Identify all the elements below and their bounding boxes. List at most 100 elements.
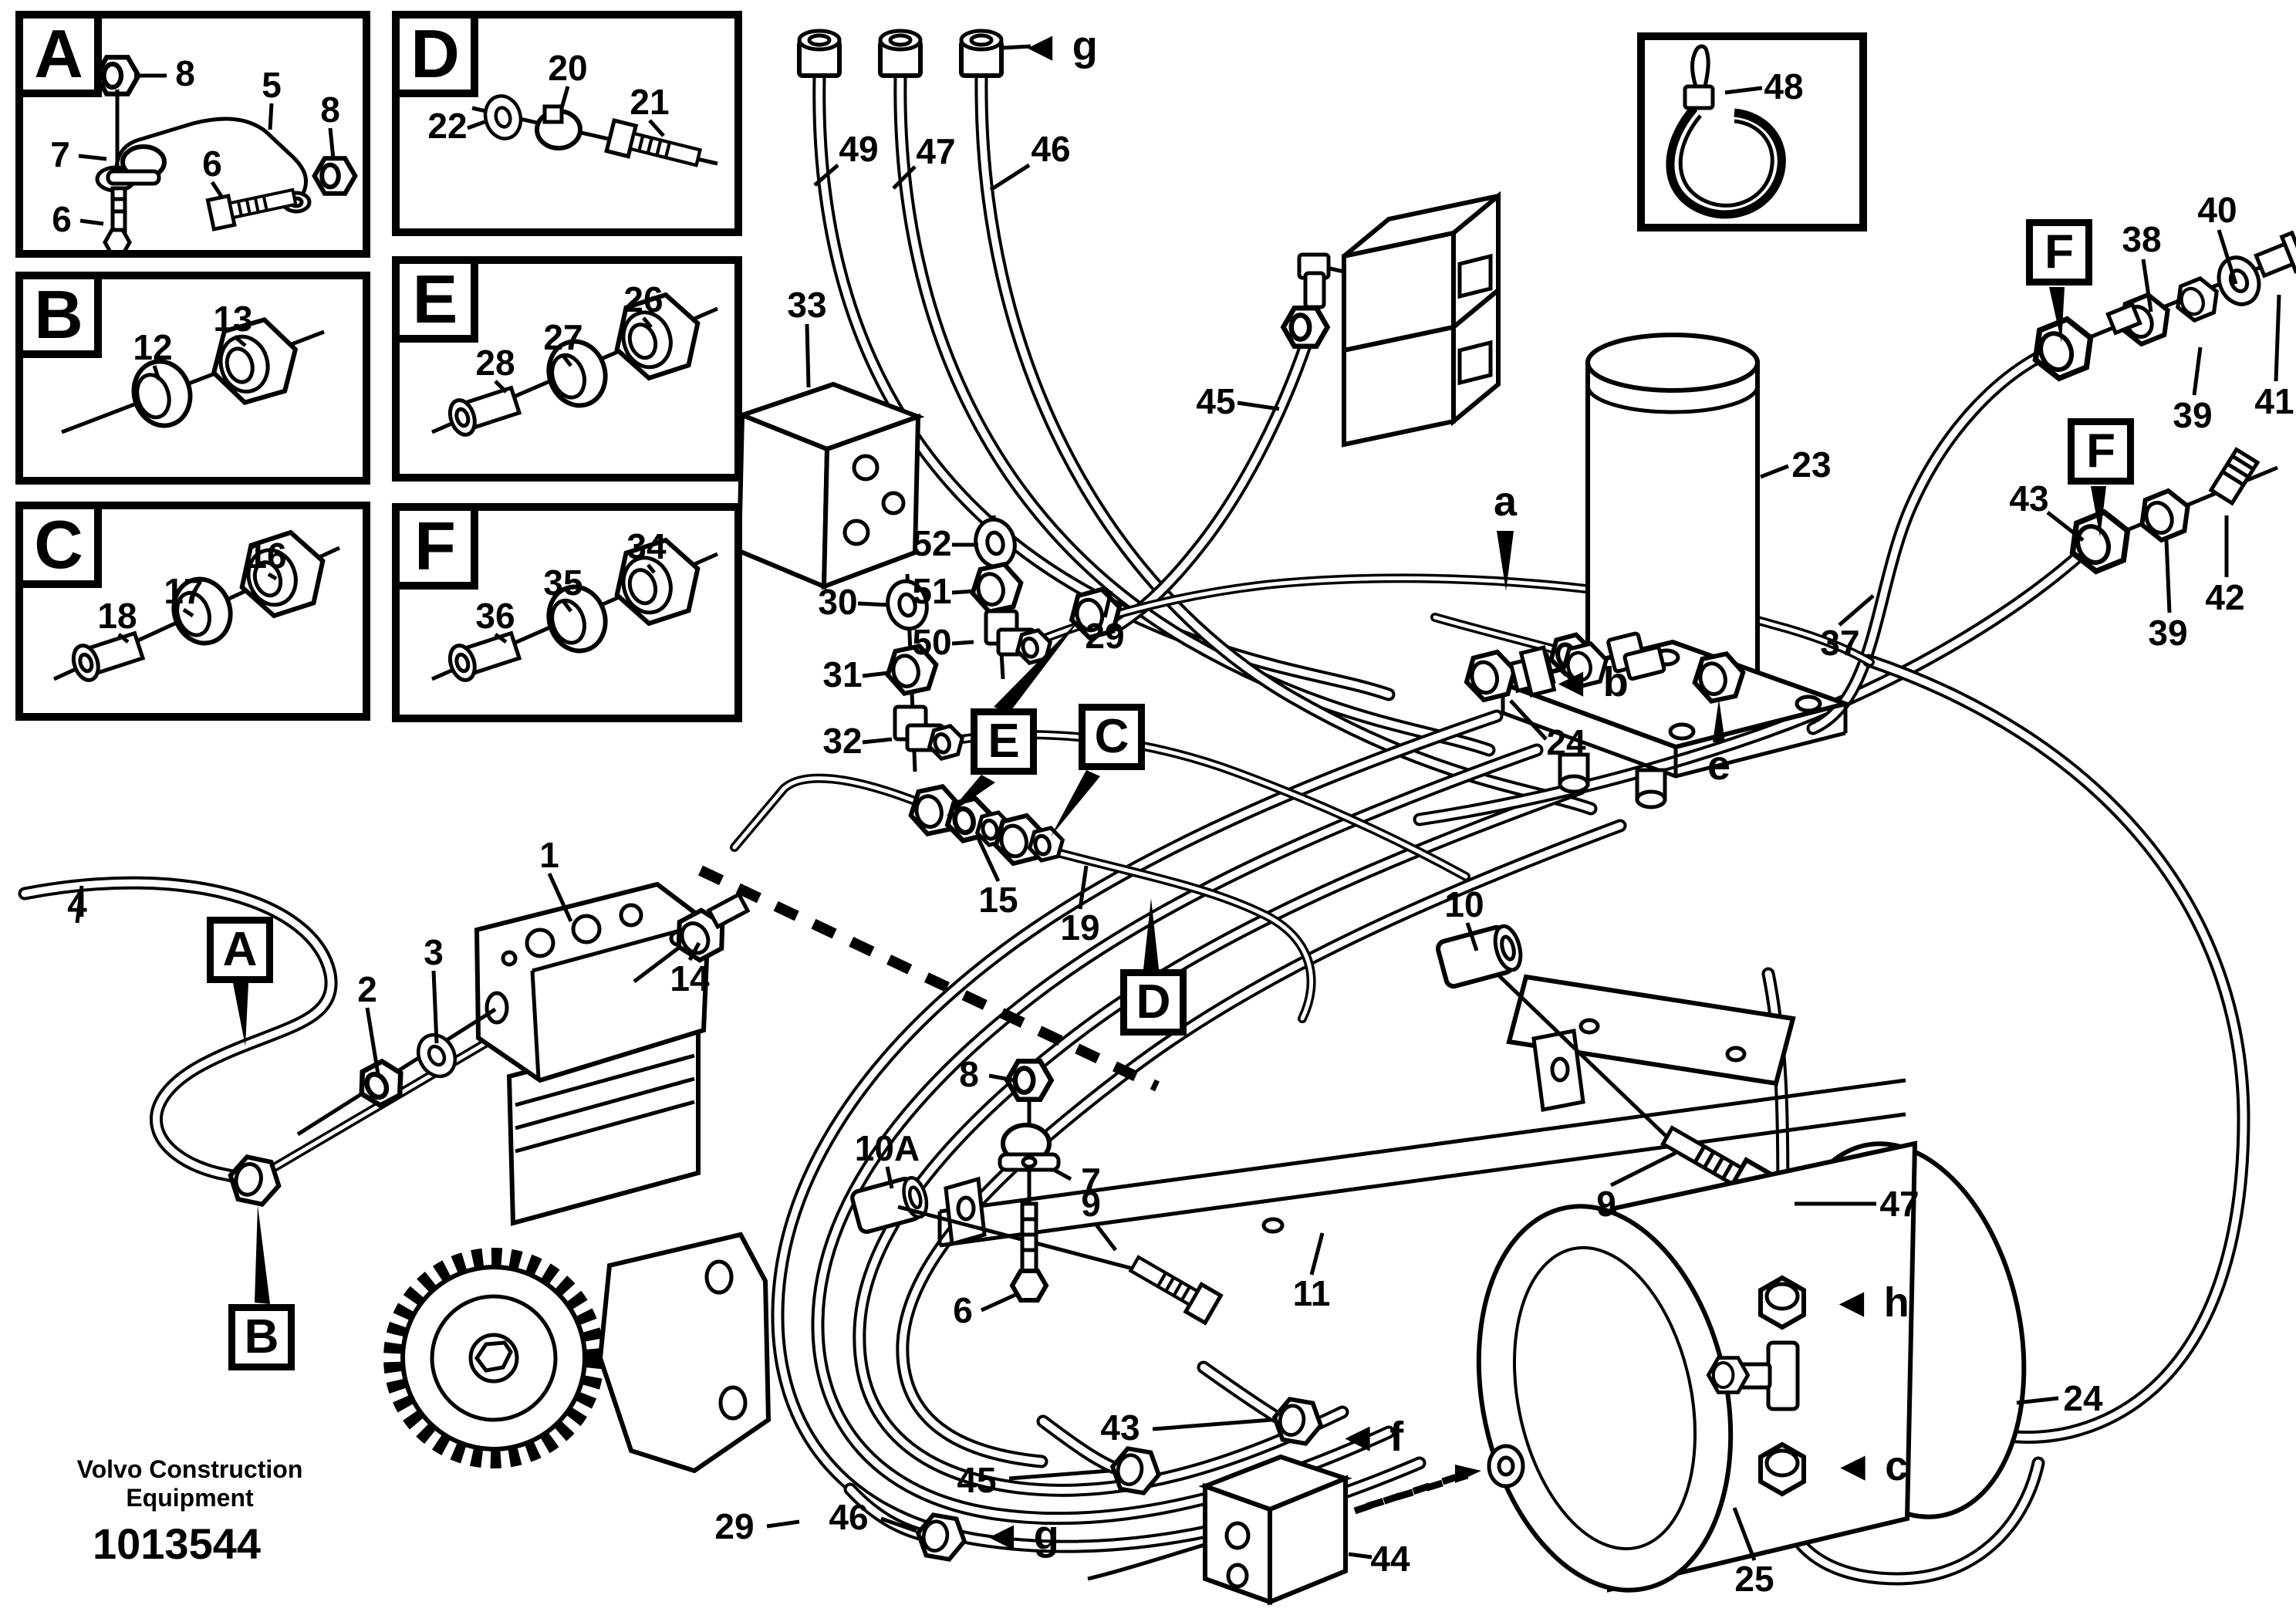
part-label-18: 18 <box>97 596 137 636</box>
part-label-28: 28 <box>475 343 515 383</box>
part-label-21: 21 <box>630 82 670 122</box>
detail-box-art <box>52 44 1786 684</box>
cable-tie <box>1666 44 1786 219</box>
dryer-fittings <box>1461 629 1747 704</box>
tube-fittings-top <box>799 31 1001 76</box>
part-label-20: 20 <box>548 48 588 88</box>
callout-box-B-1: B <box>228 1304 295 1370</box>
part-label-8-33: 8 <box>959 1054 979 1094</box>
part-label-1-28: 1 <box>539 835 559 875</box>
tee-47 <box>1708 1278 1804 1494</box>
detail-box-letter-D: D <box>392 11 478 97</box>
part-label-45-5: 45 <box>1196 381 1236 421</box>
mounting-bar-11 <box>851 923 1906 1323</box>
part-label-f-48: ◄ f <box>1336 1414 1404 1460</box>
elbow-row <box>2063 447 2278 577</box>
part-label-46-50: 46 <box>829 1497 869 1537</box>
callout-box-D-3: D <box>1120 969 1187 1036</box>
pipe-15-19 <box>943 796 1066 867</box>
part-label-51-20: 51 <box>912 571 952 611</box>
part-label-c-43: ◄ c <box>1832 1443 1909 1489</box>
part-label-45-49: 45 <box>957 1460 997 1500</box>
part-label-52-19: 52 <box>912 523 952 563</box>
part-label-49-0: 49 <box>839 129 879 169</box>
compressor-fittings <box>226 891 751 1207</box>
detail-box-48 <box>1637 32 1867 231</box>
part-label-6: 6 <box>52 199 72 239</box>
part-label-34: 34 <box>626 526 667 566</box>
detail-box-letter-B: B <box>15 272 102 358</box>
part-label-e-10: e <box>1707 742 1731 789</box>
part-label-33-4: 33 <box>787 285 827 325</box>
air-compressor <box>383 881 772 1474</box>
part-label-12: 12 <box>133 327 173 367</box>
part-label-30-21: 30 <box>818 582 858 622</box>
detail-box-letter-E: E <box>392 256 478 343</box>
part-label-6: 6 <box>202 144 222 184</box>
part-label-15-26: 15 <box>978 880 1018 920</box>
detail-box-F <box>392 503 742 722</box>
part-label-27: 27 <box>543 317 583 357</box>
publisher-name-line2: Equipment <box>126 1483 254 1512</box>
part-label-2-30: 2 <box>357 969 377 1009</box>
part-label-7-34: 7 <box>1081 1161 1101 1201</box>
part-label-47-1: 47 <box>916 131 956 171</box>
detail-box-letter-F: F <box>392 503 478 590</box>
part-label-10-39: 10 <box>1444 884 1484 924</box>
manifold-44 <box>1087 1454 1467 1606</box>
part-label-29-52: 29 <box>714 1506 755 1546</box>
part-label-4-31: 4 <box>67 884 87 924</box>
callout-box-F-6: F <box>2068 418 2134 485</box>
part-label-6-36: 6 <box>953 1290 973 1330</box>
part-label-b-8: ◄ b <box>1550 659 1629 705</box>
part-label-14-32: 14 <box>670 958 710 999</box>
part-label-23-6: 23 <box>1791 444 1832 485</box>
part-label-25-45: 25 <box>1734 1559 1774 1599</box>
part-label-43-16: 43 <box>2009 478 2049 519</box>
detail-box-letter-C: C <box>15 502 102 588</box>
part-label-11-38: 11 <box>1292 1273 1331 1313</box>
part-label-47-41: 47 <box>1879 1184 1920 1224</box>
part-label-41-15: 41 <box>2254 381 2294 421</box>
part-label-39-17: 39 <box>2148 613 2188 653</box>
part-label-38-12: 38 <box>2122 219 2162 259</box>
part-label-3-29: 3 <box>424 932 444 972</box>
part-label-22: 22 <box>427 106 468 146</box>
callout-box-C-2: C <box>1079 704 1145 770</box>
valve-block-33 <box>735 381 1125 836</box>
part-label-9-37: 9 <box>1081 1184 1101 1224</box>
part-label-29-25: 29 <box>1085 616 1125 656</box>
part-label-26: 26 <box>623 279 663 319</box>
detail-box-D <box>392 11 742 236</box>
part-label-g-3: ◄ g <box>1019 23 1098 69</box>
part-label-32-24: 32 <box>822 721 863 761</box>
part-label-35: 35 <box>543 563 583 603</box>
dashed-reference-line <box>698 865 1160 1092</box>
document-number: 1013544 <box>93 1519 262 1568</box>
callout-arrows <box>233 287 2106 1304</box>
relay-block <box>1283 191 1501 448</box>
part-label-48: 48 <box>1764 66 1804 106</box>
part-label-g-51: ◄ g <box>981 1512 1059 1559</box>
callout-box-A-0: A <box>207 917 273 983</box>
part-label-39-14: 39 <box>2173 395 2213 435</box>
callout-box-E-4: E <box>971 708 1037 775</box>
part-label-31-23: 31 <box>822 654 863 694</box>
drain-valve-row <box>2026 230 2296 384</box>
publisher-block: Volvo Construction Equipment 1013544 <box>66 1455 313 1569</box>
part-label-8: 8 <box>175 53 195 93</box>
leader-lines <box>75 44 2281 1561</box>
part-label-10A-35: 10A <box>854 1128 920 1168</box>
part-label-19-27: 19 <box>1060 907 1100 948</box>
part-label-16: 16 <box>247 536 287 576</box>
part-label-42-18: 42 <box>2205 577 2245 617</box>
part-label-43-47: 43 <box>1100 1407 1140 1448</box>
detail-box-E <box>392 256 742 482</box>
part-label-17: 17 <box>164 571 204 611</box>
detail-box-B <box>15 272 370 485</box>
part-label-5: 5 <box>262 65 282 105</box>
callout-box-F-5: F <box>2026 219 2092 286</box>
part-label-9-40: 9 <box>1596 1184 1616 1224</box>
part-label-13: 13 <box>213 299 253 339</box>
